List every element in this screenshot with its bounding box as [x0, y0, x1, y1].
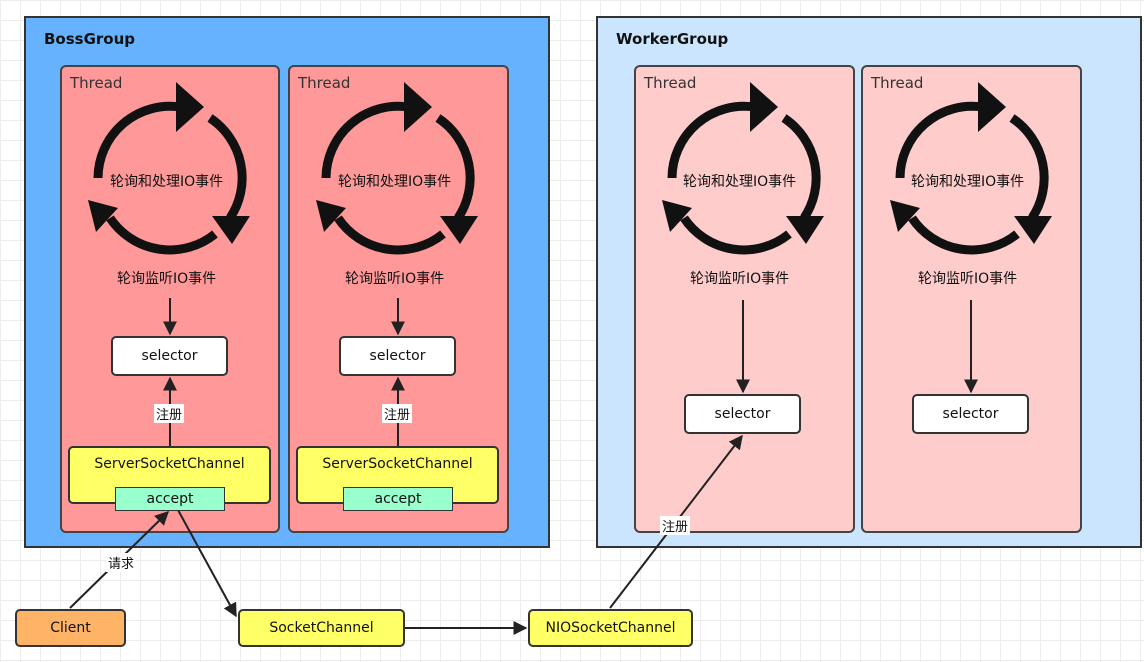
thread-label: Thread: [871, 74, 924, 92]
worker-thread-2: Thread: [861, 65, 1082, 533]
thread-label: Thread: [70, 74, 123, 92]
selector-box: selector: [111, 336, 228, 376]
loop-cycle-icon: [88, 82, 250, 250]
listen-text: 轮询监听IO事件: [345, 271, 445, 287]
loop-cycle-icon: [662, 82, 824, 250]
loop-text: 轮询和处理IO事件: [110, 174, 224, 190]
selector-box: selector: [339, 336, 456, 376]
listen-text: 轮询监听IO事件: [117, 271, 217, 287]
arrow-accept-to-socket: [177, 509, 237, 618]
register-label: 注册: [382, 404, 413, 423]
loop-text: 轮询和处理IO事件: [338, 174, 452, 190]
loop-cycle-icon: [890, 82, 1052, 250]
boss-group-title: BossGroup: [44, 30, 136, 48]
server-socket-channel-box: ServerSocketChannel: [296, 446, 499, 504]
worker-thread-1: Thread: [634, 65, 855, 533]
listen-text: 轮询监听IO事件: [690, 271, 790, 287]
thread-label: Thread: [644, 74, 697, 92]
register-label: 注册: [154, 404, 185, 423]
thread-label: Thread: [298, 74, 351, 92]
accept-box: accept: [115, 487, 225, 511]
accept-box: accept: [343, 487, 453, 511]
loop-cycle-icon: [316, 82, 478, 250]
listen-text: 轮询监听IO事件: [918, 271, 1018, 287]
worker-group-title: WorkerGroup: [616, 30, 729, 48]
nio-socket-channel-box: NIOSocketChannel: [528, 609, 693, 647]
socket-channel-box: SocketChannel: [238, 609, 405, 647]
client-box: Client: [15, 609, 126, 647]
selector-box: selector: [684, 394, 801, 434]
loop-text: 轮询和处理IO事件: [911, 174, 1025, 190]
loop-text: 轮询和处理IO事件: [683, 174, 797, 190]
register-label: 注册: [660, 516, 691, 535]
request-label: 请求: [106, 553, 137, 572]
selector-box: selector: [912, 394, 1029, 434]
